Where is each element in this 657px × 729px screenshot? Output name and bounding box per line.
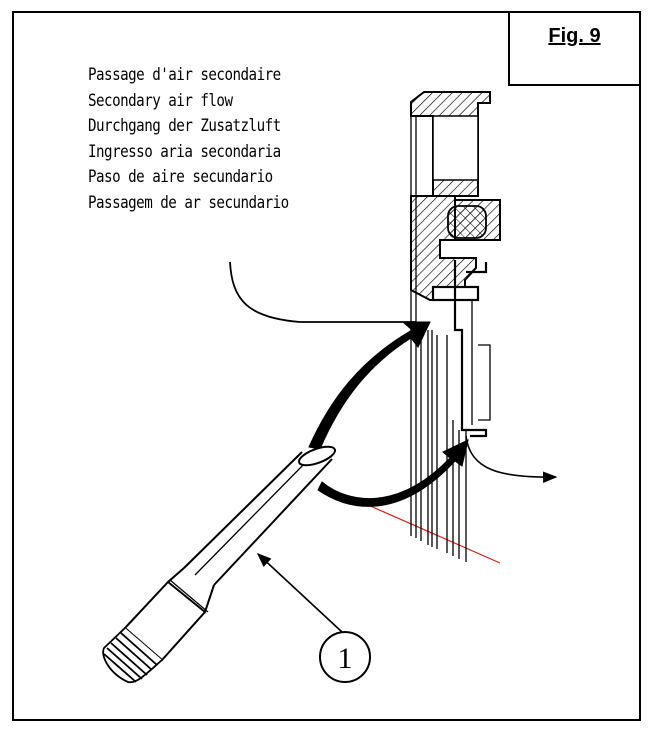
figure-label: Fig. 9 (548, 25, 601, 47)
airflow-exit-arrow (465, 435, 558, 483)
caption-line-fr: Passage d'air secondaire (88, 65, 281, 84)
drawing-frame (12, 11, 641, 721)
caption-line-es: Paso de aire secundario (88, 167, 273, 186)
gasket-seal (447, 205, 487, 239)
caption-line-de: Durchgang der Zusatzluft (88, 116, 281, 135)
airflow-arrow-upper (308, 321, 431, 450)
callout-number: 1 (338, 642, 353, 675)
figure-label-box: Fig. 9 (508, 11, 641, 86)
caption-line-it: Ingresso aria secondaria (88, 141, 281, 161)
secondary-air-tube (123, 445, 337, 662)
caption-line-en: Secondary air flow (88, 90, 233, 110)
callout-leader (256, 553, 343, 633)
tube-thread (102, 627, 163, 684)
caption-line-pt: Passagem de ar secundario (88, 192, 289, 212)
callout-bubble: 1 (319, 631, 371, 683)
ground-line (367, 504, 501, 564)
glass-clamp (431, 260, 491, 438)
caption-block: Passage d'air secondaire Secondary air f… (88, 62, 321, 215)
airflow-arrow-lower (317, 439, 469, 507)
caption-leader-line (229, 261, 416, 323)
